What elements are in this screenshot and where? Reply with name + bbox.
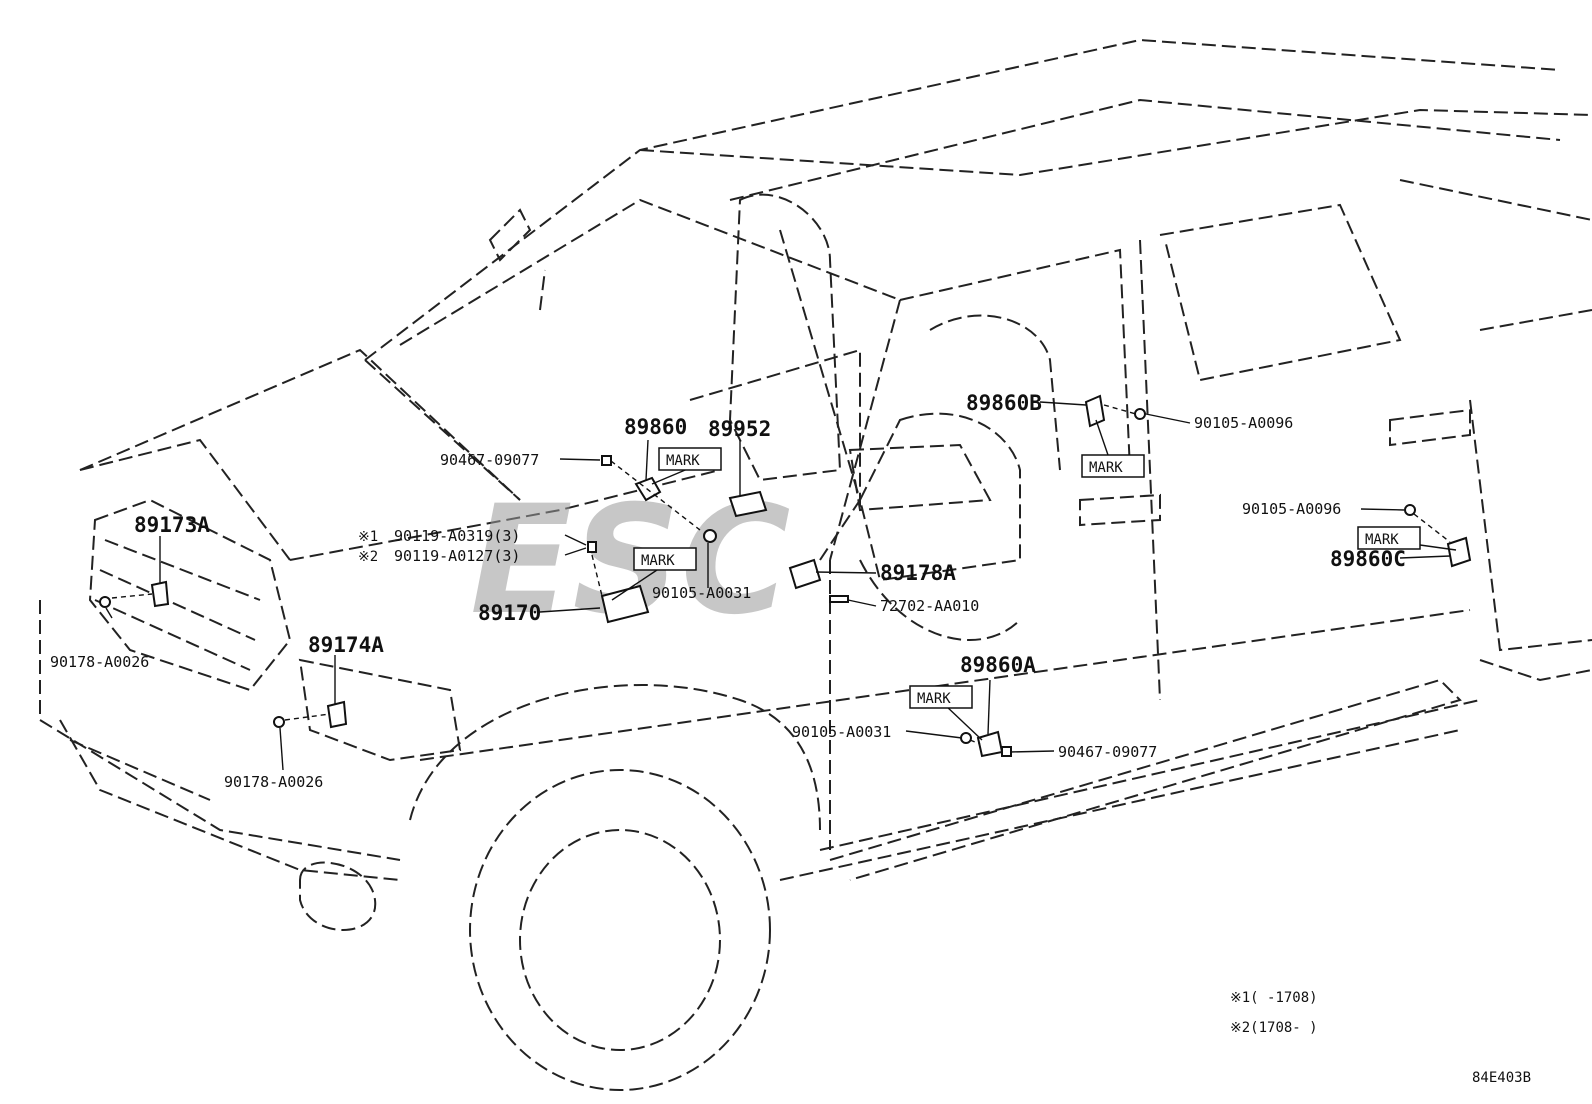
- ref-mark-1: ※1: [358, 529, 378, 545]
- nut-icon: [273, 716, 285, 728]
- part-89174A[interactable]: 89174A: [308, 633, 384, 657]
- mark-label-lower: MARK: [917, 691, 951, 707]
- part-72702-AA010[interactable]: 72702-AA010: [880, 597, 979, 615]
- part-90119-A0319[interactable]: 90119-A0319(3): [394, 527, 520, 545]
- nut-icon: [99, 596, 111, 608]
- sensor-89174A-shape: [326, 700, 348, 729]
- sensor-89860C-shape: [1446, 536, 1472, 568]
- bolt-icon: [960, 732, 972, 744]
- part-labels: 89173A 89174A 89860 89952 89860B 89860C …: [50, 391, 1406, 791]
- part-90105-A0031-lower[interactable]: 90105-A0031: [792, 723, 891, 741]
- part-89178A[interactable]: 89178A: [880, 561, 956, 585]
- part-89173A[interactable]: 89173A: [134, 513, 210, 537]
- components: [99, 394, 1472, 758]
- footnote-2: ※2(1708- ): [1230, 1020, 1318, 1036]
- part-90105-A0031-center[interactable]: 90105-A0031: [652, 584, 751, 602]
- part-89170[interactable]: 89170: [478, 601, 541, 625]
- module-89952-shape: [728, 490, 768, 518]
- sensor-89860B-shape: [1084, 394, 1106, 428]
- sensor-89173A-shape: [150, 580, 170, 608]
- part-90178-A0026-left[interactable]: 90178-A0026: [50, 653, 149, 671]
- part-89860A[interactable]: 89860A: [960, 653, 1036, 677]
- bolt-icon: [703, 529, 717, 543]
- bolt-72702-icon: [829, 595, 849, 603]
- part-89952[interactable]: 89952: [708, 417, 771, 441]
- part-89860C[interactable]: 89860C: [1330, 547, 1406, 571]
- footnotes: ※1( -1708) ※2(1708- ) 84E403B: [1230, 990, 1531, 1086]
- bolt-icon: [1134, 408, 1146, 420]
- footnote-1: ※1( -1708): [1230, 990, 1318, 1006]
- part-90467-09077-lower[interactable]: 90467-09077: [1058, 743, 1157, 761]
- mark-label-front: MARK: [666, 453, 700, 469]
- screw-icon: [587, 541, 597, 553]
- part-90105-A0096-right[interactable]: 90105-A0096: [1242, 500, 1341, 518]
- sensor-89860A-shape: [976, 730, 1004, 758]
- part-90467-09077-front[interactable]: 90467-09077: [440, 451, 539, 469]
- part-89860[interactable]: 89860: [624, 415, 687, 439]
- ref-mark-2: ※2: [358, 549, 378, 565]
- part-90178-A0026-bottom[interactable]: 90178-A0026: [224, 773, 323, 791]
- mark-label-right-rear: MARK: [1365, 532, 1399, 548]
- bolt-icon: [1404, 504, 1416, 516]
- clip-icon: [601, 455, 612, 466]
- leader-lines: [105, 401, 1457, 771]
- mark-label-center: MARK: [641, 553, 675, 569]
- diagram-code: 84E403B: [1472, 1070, 1531, 1086]
- part-89860B[interactable]: 89860B: [966, 391, 1042, 415]
- mark-boxes: MARK MARK MARK MARK MARK: [633, 447, 1421, 709]
- mark-label-rear: MARK: [1089, 460, 1123, 476]
- sensor-89178A-shape: [788, 558, 822, 590]
- part-90105-A0096-rear[interactable]: 90105-A0096: [1194, 414, 1293, 432]
- clip-icon: [1001, 746, 1012, 757]
- part-90119-A0127[interactable]: 90119-A0127(3): [394, 547, 520, 565]
- vehicle-outline: [39, 38, 1592, 1091]
